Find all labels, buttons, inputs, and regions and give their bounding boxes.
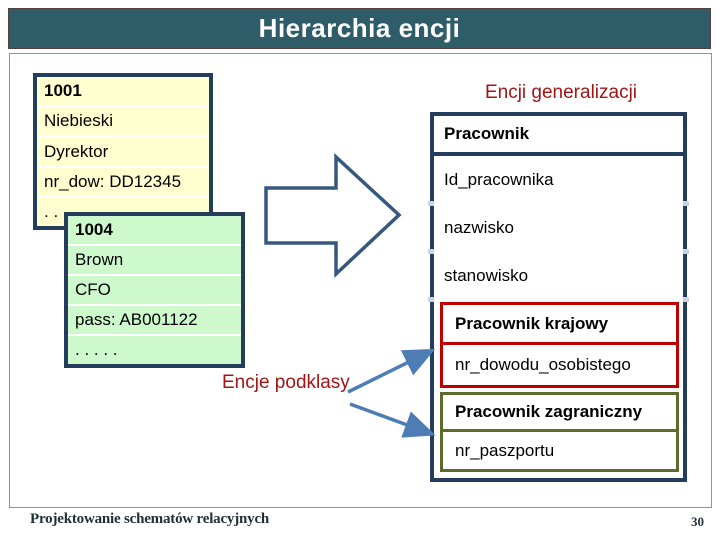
gridline-notch: [428, 297, 434, 302]
gridline-notch: [683, 201, 689, 206]
table-row: 1004: [68, 216, 241, 246]
entity-attribute: Id_pracownika: [444, 170, 554, 189]
subclass-box-zagraniczny: Pracownik zagraniczny nr_paszportu: [440, 392, 679, 472]
table-row: CFO: [68, 276, 241, 306]
entity-attribute: stanowisko: [444, 266, 529, 285]
subclass-box-krajowy: Pracownik krajowy nr_dowodu_osobistego: [440, 302, 679, 388]
subclass-attribute: nr_dowodu_osobistego: [455, 355, 631, 374]
gridline-notch: [683, 297, 689, 302]
table-row: Dyrektor: [37, 137, 209, 168]
table-row: Niebieski: [37, 107, 209, 138]
subclass-header: Pracownik zagraniczny: [443, 395, 676, 432]
footer-title: Projektowanie schematów relacyjnych: [30, 511, 270, 527]
gridline-notch: [428, 249, 434, 254]
subclass-attribute: nr_paszportu: [455, 440, 555, 460]
subclass-header: Pracownik krajowy: [443, 305, 676, 345]
table-row: Brown: [68, 246, 241, 276]
entity-header: Pracownik: [434, 116, 683, 156]
generalization-label: Encji generalizacji: [484, 82, 638, 103]
table-row: 1001: [37, 77, 209, 108]
table-row: pass: AB001122: [68, 306, 241, 336]
entity-attribute: nazwisko: [444, 218, 514, 237]
table-row: . .: [44, 201, 59, 221]
slide-title-bar: Hierarchia encji: [8, 8, 711, 49]
gridline-notch: [428, 201, 434, 206]
entity-table-pracownik: Pracownik Id_pracownika nazwisko stanowi…: [430, 112, 687, 482]
instance-table-1004: 1004 Brown CFO pass: AB001122 . . . . .: [64, 212, 245, 368]
gridline-notch: [683, 249, 689, 254]
page-title: Hierarchia encji: [258, 13, 461, 43]
instance-table-1001: 1001 Niebieski Dyrektor nr_dow: DD12345 …: [33, 73, 213, 230]
page-number: 30: [691, 514, 704, 529]
block-arrow-icon: [264, 153, 402, 279]
table-row: nr_dow: DD12345: [37, 168, 209, 198]
subclasses-label: Encje podklasy: [222, 372, 350, 393]
table-row: . . . . .: [75, 340, 118, 359]
